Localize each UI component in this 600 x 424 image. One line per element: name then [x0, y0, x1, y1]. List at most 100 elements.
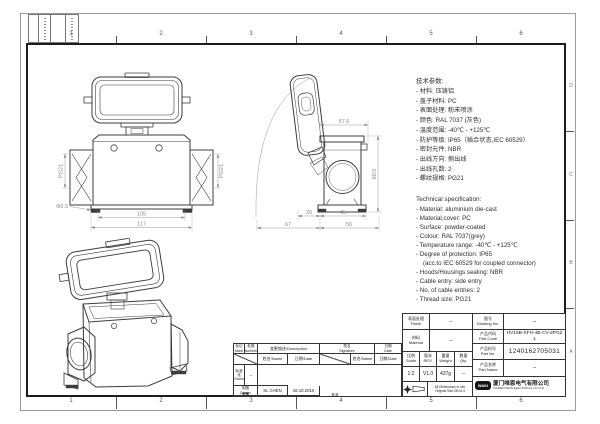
spec-item-cn: - 防护等级: IP65（插合状态,IEC 60529） [416, 136, 529, 144]
zone-tick [206, 397, 207, 409]
row-drawn-label: 制图 Drawn [234, 386, 258, 396]
zone-tick [476, 36, 477, 43]
label: Part Code [478, 335, 497, 341]
finish-value: – [449, 318, 453, 325]
diagonal-cell [234, 354, 258, 365]
front-dimensions: 105 117 PG21 PG21 Φ5.5 [56, 153, 225, 231]
part-code-value: HV16B-SFH-4B-CV-2PG21 [506, 330, 563, 342]
zone-number-bottom: 1 [69, 398, 73, 404]
zone-letter: B [569, 260, 573, 266]
scale-label: 比例 Scale [403, 352, 420, 366]
spec-item-cn: - 表面处理: 粉末喷涂 [416, 107, 473, 115]
subheader-date: 日期/Date [375, 354, 401, 365]
spec-item-en: - Cable entry: side entry [416, 278, 482, 285]
label: 审核 [241, 391, 250, 396]
qty-value: – [462, 371, 465, 377]
row-stand-label: 标准化 Stand [234, 365, 245, 386]
label: Material [408, 339, 424, 345]
finish-label: 表面处理 Finish [403, 314, 430, 329]
company-block: WAIN 厦门唯恩电气有限公司 XIAMEN WAIN ELECTRICAL C… [473, 377, 565, 394]
company-name-en: XIAMEN WAIN ELECTRICAL CO.LTD [493, 385, 544, 390]
zone-tick [386, 397, 387, 409]
dim-side-foot: 45 [340, 210, 346, 216]
dim-side-offset: 20 [306, 210, 312, 216]
spec-item-en: - Thread size: PG21 [416, 296, 472, 303]
zone-number-bottom: 4 [339, 398, 343, 404]
label: Drawn [240, 390, 251, 395]
label: Part Name [478, 367, 498, 372]
label: Date [384, 348, 392, 353]
side-body [317, 135, 368, 213]
subheader-date: 日期/Date [288, 354, 320, 365]
spec-item-en: - No. of cable entries: 2 [416, 287, 480, 294]
part-code-label: 产品代码 Part Code [473, 330, 504, 343]
spec-item-cn: - 密封元件: NBR [416, 146, 462, 154]
side-view: 57.6 80.5 20 45 67 56 [255, 74, 382, 231]
dimension-notes: All Dimensions in mm Original Size DIN A… [427, 382, 472, 396]
corner-cell [29, 15, 40, 42]
label: 表面处理 [408, 315, 424, 321]
spec-item-en: - Surface: powder-coated [416, 224, 486, 231]
front-cover [83, 72, 191, 136]
zone-tick [566, 220, 574, 221]
specs-english: Technical specification: - Material: alu… [416, 196, 568, 304]
checked-date: 18.10.2010 [293, 394, 315, 397]
label: Stand [234, 377, 244, 382]
part-name-label: 产品名称 Part Name [473, 360, 504, 376]
qty-label: 数量 Qty. [455, 352, 472, 366]
zone-number-top: 1 [69, 31, 73, 37]
spec-item-cn: - 温度范围: -40℃ - +125℃ [416, 126, 491, 134]
outer-border [20, 13, 576, 411]
label: REV. [423, 358, 433, 363]
specs-chinese: 技术参数: - 材料: 压铸铝 - 盖子材料: PC - 表面处理: 粉末喷涂 … [416, 76, 568, 184]
spec-item-cn: - 出线孔数: 2 [416, 165, 452, 173]
rev-value: V1.0 [420, 367, 437, 381]
zone-letter: C [569, 172, 573, 178]
diagonal-cell [320, 354, 351, 365]
label: Signature [339, 348, 355, 353]
dim-side-depth: 57.6 [339, 119, 350, 125]
spec-item-en: (acc.to IEC 60529 for coupled connector) [423, 260, 536, 267]
label: Mark [235, 348, 243, 353]
zone-number-top: 4 [339, 31, 343, 37]
zone-tick [296, 36, 297, 43]
zone-number-top: 2 [159, 31, 163, 37]
material-value: – [449, 337, 453, 344]
part-name-value: – [532, 365, 537, 371]
cone-symbol-icon [412, 385, 425, 393]
front-body [69, 134, 214, 213]
info-table-right: 图号 Drawing No. – 产品代码 Part Code HV16B-SF… [473, 313, 566, 397]
stand-date [258, 365, 288, 386]
weight-label: 重量 Weight [437, 352, 455, 366]
zone-tick [296, 397, 297, 409]
label: 工艺 [241, 392, 250, 397]
drawn-name: SL CHEN [258, 386, 288, 396]
header-signature: 签名 Signature [320, 344, 375, 354]
stand-value: – [245, 365, 258, 386]
zone-tick [116, 397, 117, 409]
dim-side-height: 80.5 [372, 169, 378, 180]
rev-label: 版本 REV. [420, 352, 437, 366]
drawn-date: 18.10.2010 [288, 386, 320, 396]
label: 标准化 [235, 368, 243, 377]
spec-item-en: - Degree of protection: IP65 [416, 251, 493, 258]
label: 比例 [407, 353, 415, 359]
spec-item-cn: - 盖子材料: PC [416, 97, 457, 105]
label: 材料 [412, 334, 420, 340]
label: 日期 [384, 344, 392, 349]
header-date: 日期 Date [375, 344, 401, 354]
label: Qty. [459, 358, 468, 363]
zone-number-bottom: 5 [429, 398, 433, 404]
zone-tick [566, 131, 574, 132]
zone-tick [116, 36, 117, 43]
side-open-cover [289, 74, 326, 156]
label: 签名 [343, 344, 351, 349]
zone-number-top: 6 [519, 31, 523, 37]
label: 数量 [459, 353, 468, 359]
zone-number-bottom: 3 [249, 398, 253, 404]
zone-tick [386, 36, 387, 43]
row-checked-label: 审核 Checked [242, 392, 249, 396]
spec-item-en: - Hoods/Housings sealing: NBR [416, 269, 504, 276]
iso-cover [58, 237, 165, 300]
dim-side-base: 56 [346, 222, 352, 228]
